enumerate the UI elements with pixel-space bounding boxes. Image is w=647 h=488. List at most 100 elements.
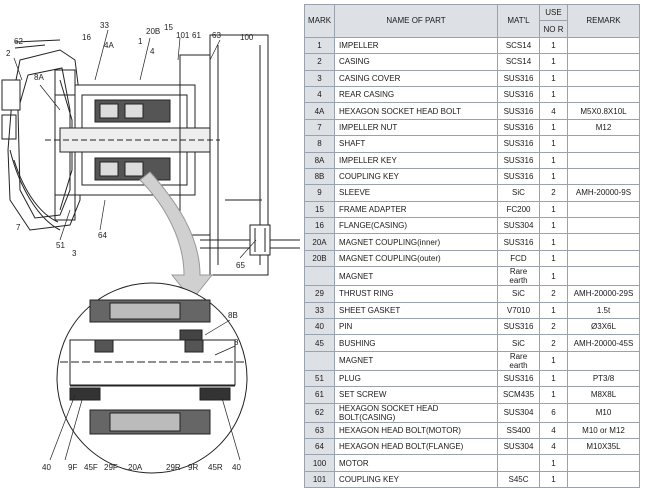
cell-nor: 1 [539, 386, 568, 404]
magnet-coupling-section [45, 84, 220, 196]
callout-label: 20B [146, 27, 160, 36]
header-mark: MARK [304, 4, 335, 38]
cell-name: THRUST RING [334, 285, 498, 303]
cell-material: SUS316 [497, 102, 540, 120]
cell-mark: 101 [304, 470, 335, 488]
cell-remark: AMH-20000-29S [567, 285, 640, 303]
cell-material: S45C [497, 470, 540, 488]
cell-mark: 33 [304, 301, 335, 320]
callout-label: 40 [42, 463, 51, 472]
leader-lines [13, 29, 257, 461]
cell-material: SUS316 [497, 233, 540, 251]
cell-material: SUS304 [497, 437, 540, 456]
callout-label: 3 [72, 249, 77, 258]
cell-nor: 1 [539, 118, 568, 137]
cell-material: SCM435 [497, 386, 540, 404]
cell-name: COUPLING KEY [334, 470, 498, 488]
cell-name: BUSHING [334, 334, 498, 352]
cell-remark: AMH-20000-9S [567, 184, 640, 202]
cell-name: SLEEVE [334, 184, 498, 202]
cell-material: SUS316 [497, 69, 540, 87]
callout-label: 101 [176, 31, 190, 40]
cell-mark [304, 350, 335, 371]
cell-mark: 29 [304, 285, 335, 303]
cell-nor: 4 [539, 437, 568, 456]
cell-remark [567, 350, 640, 371]
cell-nor: 1 [539, 369, 568, 388]
cell-mark: 16 [304, 217, 335, 235]
cell-mark: 20A [304, 233, 335, 251]
callout-label: 65 [236, 261, 245, 270]
cell-nor: 2 [539, 318, 568, 336]
cell-remark [567, 233, 640, 251]
callout-label: 9R [188, 463, 198, 472]
detail-view [56, 282, 248, 474]
callout-label: 62 [14, 37, 23, 46]
cell-material: SUS316 [497, 167, 540, 186]
cell-mark: 8B [304, 167, 335, 186]
cell-name: IMPELLER [334, 36, 498, 55]
cell-name: REAR CASING [334, 85, 498, 104]
cell-nor: 1 [539, 135, 568, 153]
callout-label: 61 [192, 31, 201, 40]
callout-label: 64 [98, 231, 107, 240]
cell-nor: 4 [539, 421, 568, 439]
callout-label: 40 [232, 463, 241, 472]
callout-label: 33 [100, 21, 109, 30]
cell-mark: 8 [304, 135, 335, 153]
cell-mark: 4 [304, 85, 335, 104]
cell-nor: 1 [539, 233, 568, 251]
cell-mark: 15 [304, 200, 335, 219]
cell-nor: 1 [539, 217, 568, 235]
callout-label: 8B [228, 311, 238, 320]
cell-nor: 2 [539, 184, 568, 202]
cell-name: COUPLING KEY [334, 167, 498, 186]
header-remark: REMARK [567, 4, 640, 38]
cell-nor: 6 [539, 402, 568, 423]
cell-material: SiC [497, 334, 540, 352]
cell-nor: 1 [539, 151, 568, 169]
motor-section [179, 34, 300, 276]
cell-material: SS400 [497, 421, 540, 439]
callout-label: 8 [234, 338, 239, 347]
cell-nor: 2 [539, 285, 568, 303]
callout-label: 1 [138, 37, 143, 46]
callout-label: 9F [68, 463, 77, 472]
cell-mark: 1 [304, 36, 335, 55]
cell-remark [567, 135, 640, 153]
cell-name: HEXAGON HEAD BOLT(MOTOR) [334, 421, 498, 439]
cell-nor: 1 [539, 167, 568, 186]
cell-mark: 51 [304, 369, 335, 388]
callout-label: 2 [6, 49, 11, 58]
cell-material: SUS316 [497, 151, 540, 169]
callout-label: 4 [150, 47, 155, 56]
cell-material: SUS304 [497, 402, 540, 423]
casing-section [1, 39, 81, 231]
cell-nor: 1 [539, 454, 568, 472]
cell-material: Rare earth [497, 350, 540, 371]
header-name: NAME OF PART [334, 4, 498, 38]
callout-label: 45R [208, 463, 223, 472]
cell-remark: M5X0.8X10L [567, 102, 640, 120]
header-material: MAT'L [497, 4, 540, 38]
cell-mark: 63 [304, 421, 335, 439]
cell-remark [567, 69, 640, 87]
cell-material: SUS316 [497, 85, 540, 104]
callout-label: 29R [166, 463, 181, 472]
cell-remark [567, 200, 640, 219]
cell-name: MAGNET [334, 350, 498, 371]
cell-mark: 2 [304, 53, 335, 71]
